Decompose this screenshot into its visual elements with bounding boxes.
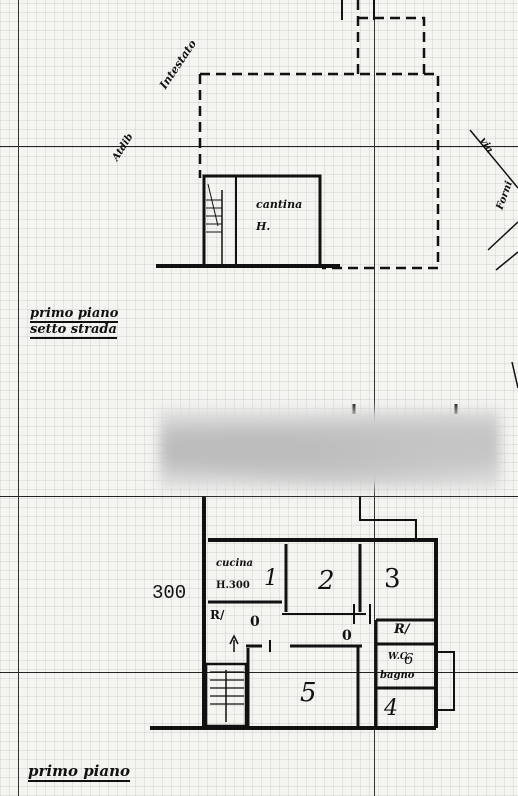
- room-kitchen-label: cucina: [216, 558, 253, 569]
- room-kitchen-height: H.300: [216, 580, 250, 591]
- dashed-outline: [198, 0, 440, 270]
- section-title-upper-line1: primo piano: [30, 306, 119, 323]
- guide-line-vertical-right: [374, 0, 375, 796]
- redacted-area: [160, 410, 500, 488]
- guide-line-vertical-left: [18, 0, 19, 796]
- stairs-upper: [206, 183, 222, 233]
- upper-notch: [359, 496, 417, 540]
- mark-zero-left: 0: [250, 614, 260, 630]
- stairs-lower: [204, 634, 248, 728]
- room-number-2: 2: [318, 566, 335, 596]
- bathroom-label: bagno: [380, 670, 415, 681]
- guide-line-horizontal-top: [0, 146, 518, 147]
- section-title-upper-line2: setto strada: [30, 322, 117, 339]
- closet-right-label: R/: [394, 622, 410, 637]
- guide-line-horizontal-lower: [0, 672, 518, 673]
- room-cellar-height: H.: [256, 220, 271, 233]
- section-title-lower: primo piano: [28, 762, 131, 782]
- road-edges: [469, 129, 518, 389]
- dimension-300: 300: [152, 582, 187, 604]
- cellar-walls: [156, 0, 375, 268]
- room-number-3: 3: [384, 564, 401, 594]
- apartment-walls: [150, 496, 455, 730]
- room-cellar-label: cantina: [256, 198, 303, 211]
- room-number-4: 4: [384, 696, 398, 721]
- room-number-5: 5: [300, 678, 317, 708]
- room-number-1: 1: [264, 566, 278, 591]
- guide-line-horizontal-middle: [0, 496, 518, 497]
- mark-zero-center: 0: [342, 628, 352, 644]
- closet-left-label: R/: [210, 608, 225, 622]
- wc-label: W.C.: [388, 652, 410, 662]
- room-number-6: 6: [404, 650, 414, 668]
